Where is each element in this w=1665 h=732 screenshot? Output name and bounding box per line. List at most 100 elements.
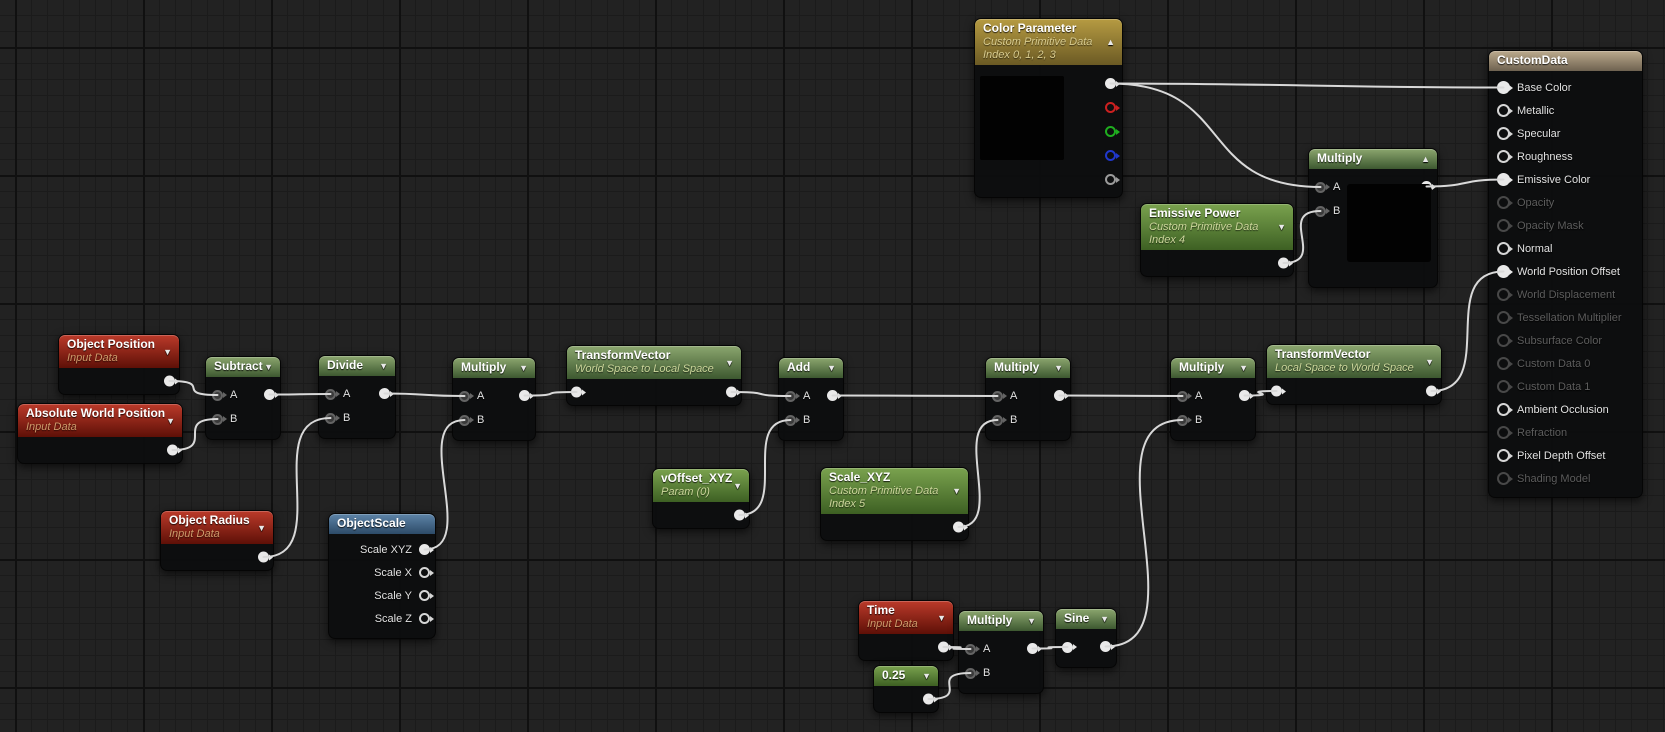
node-title: Color Parameter <box>983 21 1077 35</box>
wire-transform2.out-to-customdata.p8[interactable] <box>1430 270 1505 392</box>
node-title: Subtract <box>214 359 263 373</box>
pin-customdata-p14[interactable] <box>1497 403 1510 416</box>
pin-customdata-p1[interactable] <box>1497 104 1510 117</box>
collapse-down-icon[interactable]: ▼ <box>1027 616 1036 626</box>
collapse-down-icon[interactable]: ▼ <box>725 357 734 368</box>
collapse-down-icon[interactable]: ▼ <box>827 363 836 373</box>
pin-color_parameter-a[interactable] <box>1105 174 1116 185</box>
wire-emissive_power.out-to-multiply4.b[interactable] <box>1282 210 1322 264</box>
wire-const025.out-to-multiply5.b[interactable] <box>927 672 972 700</box>
collapse-down-icon[interactable]: ▼ <box>922 671 931 681</box>
collapse-down-icon[interactable]: ▼ <box>937 612 946 623</box>
wire-voffset.out-to-add.b[interactable] <box>738 419 792 516</box>
wire-color_parameter.rgb-to-customdata.p0[interactable] <box>1109 82 1505 89</box>
collapse-down-icon[interactable]: ▼ <box>163 346 172 357</box>
collapse-down-icon[interactable]: ▼ <box>1277 222 1286 232</box>
wire-multiply1.out-to-transform1.in[interactable] <box>523 391 578 397</box>
collapse-down-icon[interactable]: ▼ <box>1425 356 1434 367</box>
pin-customdata-p15[interactable] <box>1497 426 1510 439</box>
material-input-label: Custom Data 0 <box>1517 357 1591 370</box>
wire-sine.out-to-multiply3.b[interactable] <box>1104 419 1184 648</box>
collapse-down-icon[interactable]: ▼ <box>264 362 273 372</box>
pin-customdata-p9[interactable] <box>1497 288 1510 301</box>
collapse-down-icon[interactable]: ▼ <box>166 415 175 426</box>
node-title: Emissive Power <box>1149 206 1241 220</box>
pin-color_parameter-b[interactable] <box>1105 150 1116 161</box>
node-title: 0.25 <box>882 668 906 682</box>
pin-customdata-p13[interactable] <box>1497 380 1510 393</box>
wire-multiply5.out-to-sine.in[interactable] <box>1031 646 1069 650</box>
pin-customdata-p12[interactable] <box>1497 357 1510 370</box>
material-input-row: Normal <box>1497 237 1634 260</box>
collapse-down-icon[interactable]: ▼ <box>1239 363 1248 373</box>
collapse-down-icon[interactable]: ▼ <box>733 480 742 491</box>
wire-scale_xyz.out-to-multiply2.b[interactable] <box>957 419 999 528</box>
collapse-down-icon[interactable]: ▼ <box>1100 614 1109 624</box>
pin-objectscale-scale_z[interactable] <box>419 613 430 624</box>
pin-customdata-p16[interactable] <box>1497 449 1510 462</box>
node-const025[interactable]: 0.25 ▼ <box>873 665 939 713</box>
wire-divide.out-to-multiply1.a[interactable] <box>383 392 466 397</box>
material-input-row: World Displacement <box>1497 283 1634 306</box>
pin-customdata-p7[interactable] <box>1497 242 1510 255</box>
collapse-down-icon[interactable]: ▼ <box>379 361 388 371</box>
wire-color_parameter.rgb-to-multiply4.a[interactable] <box>1109 82 1322 188</box>
pin-customdata-p3[interactable] <box>1497 150 1510 163</box>
pin-customdata-p2[interactable] <box>1497 127 1510 140</box>
node-sine[interactable]: Sine▼ <box>1055 608 1117 668</box>
wire-objectscale.scale_xyz-to-multiply1.b[interactable] <box>423 419 466 551</box>
node-header: CustomData <box>1489 51 1642 71</box>
pin-customdata-p17[interactable] <box>1497 472 1510 485</box>
pin-customdata-p6[interactable] <box>1497 219 1510 232</box>
pin-color_parameter-r[interactable] <box>1105 102 1116 113</box>
wire-object_radius.out-to-divide.b[interactable] <box>262 417 332 558</box>
collapse-down-icon[interactable]: ▼ <box>257 522 266 533</box>
wire-add.out-to-multiply2.a[interactable] <box>831 394 999 397</box>
wire-transform1.out-to-add.a[interactable] <box>730 391 792 397</box>
pin-objectscale-scale_x[interactable] <box>419 567 430 578</box>
collapse-up-icon[interactable]: ▲ <box>1421 154 1430 164</box>
node-subtitle: Input Data <box>867 618 918 630</box>
node-body <box>18 437 182 463</box>
wire-abs_world_position.out-to-subtract.b[interactable] <box>171 418 219 451</box>
pin-color_parameter-g[interactable] <box>1105 126 1116 137</box>
wire-multiply3.out-to-transform2.in[interactable] <box>1243 390 1278 397</box>
preview-swatch <box>1347 184 1431 262</box>
collapse-up-icon[interactable]: ▲ <box>1106 37 1115 47</box>
pin-customdata-p11[interactable] <box>1497 334 1510 347</box>
wire-time.out-to-multiply5.a[interactable] <box>942 646 972 650</box>
collapse-down-icon[interactable]: ▼ <box>1054 363 1063 373</box>
pin-objectscale-scale_y[interactable] <box>419 590 430 601</box>
collapse-down-icon[interactable]: ▼ <box>952 486 961 496</box>
pin-customdata-p10[interactable] <box>1497 311 1510 324</box>
wire-object_position.out-to-subtract.a[interactable] <box>168 380 219 396</box>
wire-subtract.out-to-divide.a[interactable] <box>268 393 332 396</box>
input-pin-label: A <box>983 643 991 655</box>
pin-customdata-p5[interactable] <box>1497 196 1510 209</box>
wire-multiply4.out-to-customdata.p4[interactable] <box>1425 178 1505 188</box>
wire-multiply2.out-to-multiply3.a[interactable] <box>1058 394 1184 397</box>
collapse-down-icon[interactable]: ▼ <box>519 363 528 373</box>
